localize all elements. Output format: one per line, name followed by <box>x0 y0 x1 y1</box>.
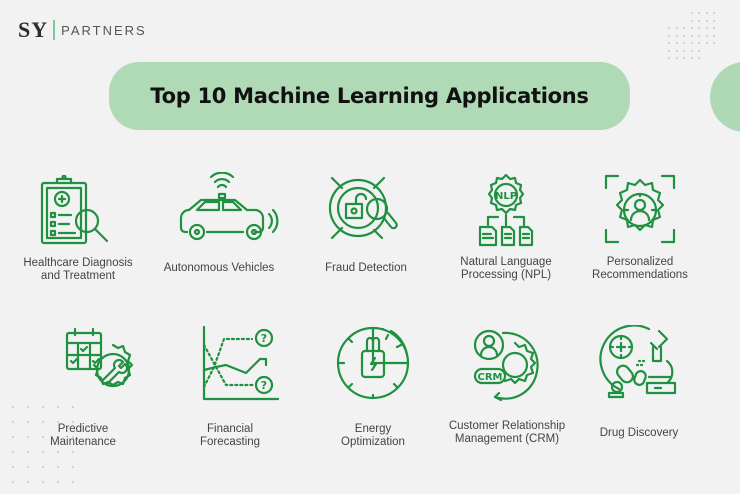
app-label: Healthcare Diagnosis and Treatment <box>23 257 133 282</box>
page-title: Top 10 Machine Learning Applications <box>150 84 589 108</box>
app-label: Energy Optimization <box>341 423 405 448</box>
app-card-drug-discovery: Drug Discovery <box>566 325 712 439</box>
app-card-healthcare: Healthcare Diagnosis and Treatment <box>5 175 151 282</box>
logo-divider <box>53 20 56 40</box>
app-card-crm: CRM Customer Relationship Management (CR… <box>434 325 580 445</box>
app-label: Customer Relationship Management (CRM) <box>448 420 566 445</box>
car-wireless-icon <box>179 172 279 241</box>
app-card-nlp: NLP Natural Language Processing (NPL) <box>433 172 579 281</box>
app-card-autonomous-vehicles: Autonomous Vehicles <box>146 172 292 274</box>
app-label: Autonomous Vehicles <box>163 262 275 274</box>
logo-mark: SY <box>18 17 49 42</box>
nlp-gear-documents-icon: NLP <box>478 173 534 247</box>
clipboard-magnifier-icon <box>40 175 109 245</box>
brand-logo: SY PARTNERS <box>18 17 147 42</box>
svg-text:?: ? <box>261 332 267 345</box>
app-label: Fraud Detection <box>325 262 407 274</box>
app-card-personalized-recommendations: Personalized Recommendations <box>567 172 713 281</box>
logo-text: PARTNERS <box>61 22 147 38</box>
app-label: Personalized Recommendations <box>592 256 688 281</box>
gear-user-target-icon <box>604 174 676 244</box>
app-label: Natural Language Processing (NPL) <box>460 256 552 281</box>
plug-gauge-icon <box>336 326 410 400</box>
calendar-gear-wrench-icon <box>65 327 133 388</box>
app-card-predictive-maintenance: Predictive Maintenance <box>10 325 156 448</box>
app-card-energy-optimization: Energy Optimization <box>300 325 446 448</box>
app-label: Drug Discovery <box>599 427 679 439</box>
svg-text:NLP: NLP <box>495 191 517 202</box>
app-label: Financial Forecasting <box>199 423 261 448</box>
app-label: Predictive Maintenance <box>50 423 116 448</box>
svg-text:CRM: CRM <box>478 372 503 383</box>
app-card-fraud-detection: Fraud Detection <box>293 172 439 274</box>
decorative-blob <box>710 62 740 132</box>
chart-question-icon: ? ? <box>202 325 280 401</box>
target-lock-magnifier-icon <box>328 176 398 240</box>
microscope-pills-icon <box>599 325 677 399</box>
crm-user-gear-icon: CRM <box>473 329 539 402</box>
app-card-financial-forecasting: ? ? Financial Forecasting <box>157 325 303 448</box>
svg-text:?: ? <box>261 379 267 392</box>
title-banner: Top 10 Machine Learning Applications <box>109 62 630 130</box>
